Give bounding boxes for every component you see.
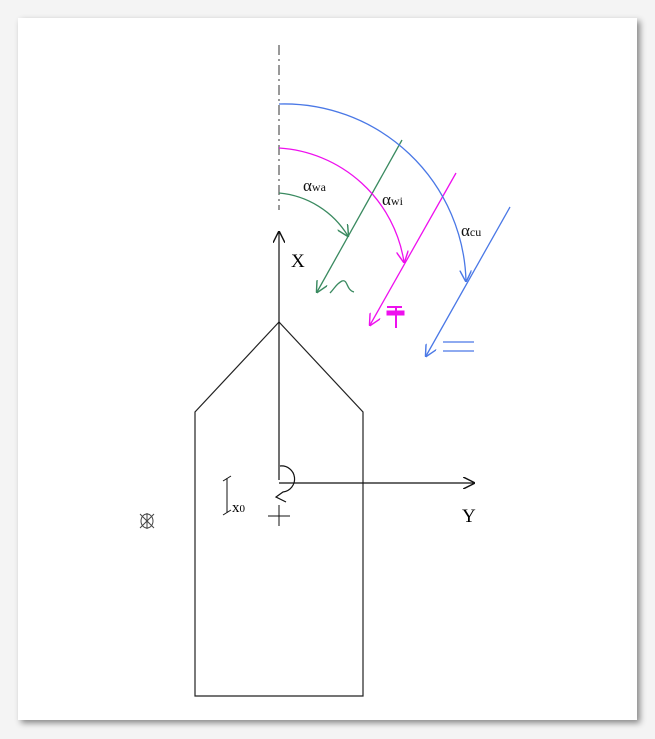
hull [194, 321, 364, 697]
x0-dimension [222, 475, 232, 516]
current-angle-label: αcu [461, 221, 481, 240]
wind-direction [278, 147, 457, 325]
x-axis-label: X [291, 251, 305, 272]
cog-symbol-icon [139, 513, 155, 529]
wave-angle-arc [278, 192, 348, 236]
rotation-icon [274, 465, 296, 503]
current-angle-arc [278, 103, 466, 281]
origin-cross-icon [268, 505, 290, 526]
wind-turbine-icon [386, 306, 405, 328]
y-axis-label: Y [462, 506, 476, 527]
current-arrow [426, 206, 511, 356]
wind-angle-arc [278, 147, 404, 262]
x0-label: x0 [232, 500, 246, 516]
diagram-card [18, 18, 637, 720]
wave-angle-label: αwa [303, 176, 327, 195]
current-direction [278, 103, 511, 356]
current-lines-icon [443, 341, 474, 352]
wave-icon [329, 280, 355, 294]
wave-arrow [317, 139, 403, 292]
wind-angle-label: αwi [382, 190, 404, 209]
wind-arrow [370, 172, 457, 325]
wave-direction [278, 139, 403, 294]
